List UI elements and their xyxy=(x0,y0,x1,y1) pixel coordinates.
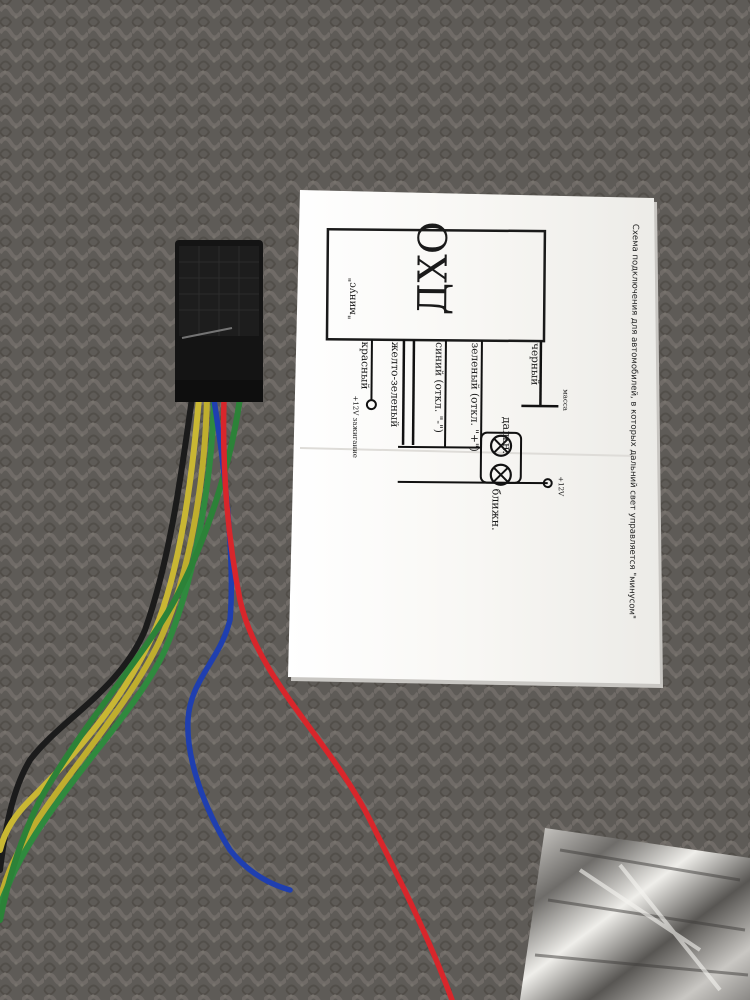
wire-red xyxy=(220,397,455,1000)
low-beam-lamp-icon xyxy=(489,463,512,486)
wire-label-black: черный xyxy=(529,343,541,385)
module-name: ДХО xyxy=(410,221,457,315)
label-ignition: +12V зажигание xyxy=(351,395,360,458)
wire-black xyxy=(0,395,195,873)
wire-label-blue: синий (откл. "-") xyxy=(432,342,445,433)
instruction-sheet: Схема подключения для автомобилей, в кот… xyxy=(288,190,663,688)
wire-label-green: зеленый (откл. "+") xyxy=(468,342,481,451)
label-low-beam: ближн. xyxy=(489,489,502,531)
lamp-bracket xyxy=(479,431,523,484)
dho-module-box xyxy=(325,227,547,343)
wire-green-2 xyxy=(0,395,243,923)
label-high-beam: дальн. xyxy=(500,417,513,454)
wire-yellow-1 xyxy=(0,395,202,853)
wire-bundle xyxy=(0,395,455,1000)
dho-connector-block xyxy=(175,240,263,402)
wire-label-yellow-green: желто-зеленый xyxy=(388,342,401,428)
label-plus12: +12V xyxy=(557,476,565,497)
diagram-title: Схема подключения для автомобилей, в кот… xyxy=(627,224,640,619)
wire-label-red: красный xyxy=(359,342,371,390)
label-mass: масса xyxy=(561,389,569,411)
foil-packet xyxy=(520,828,750,1000)
high-beam-lamp-icon xyxy=(489,434,513,457)
minus-label: "минус" xyxy=(347,278,358,320)
